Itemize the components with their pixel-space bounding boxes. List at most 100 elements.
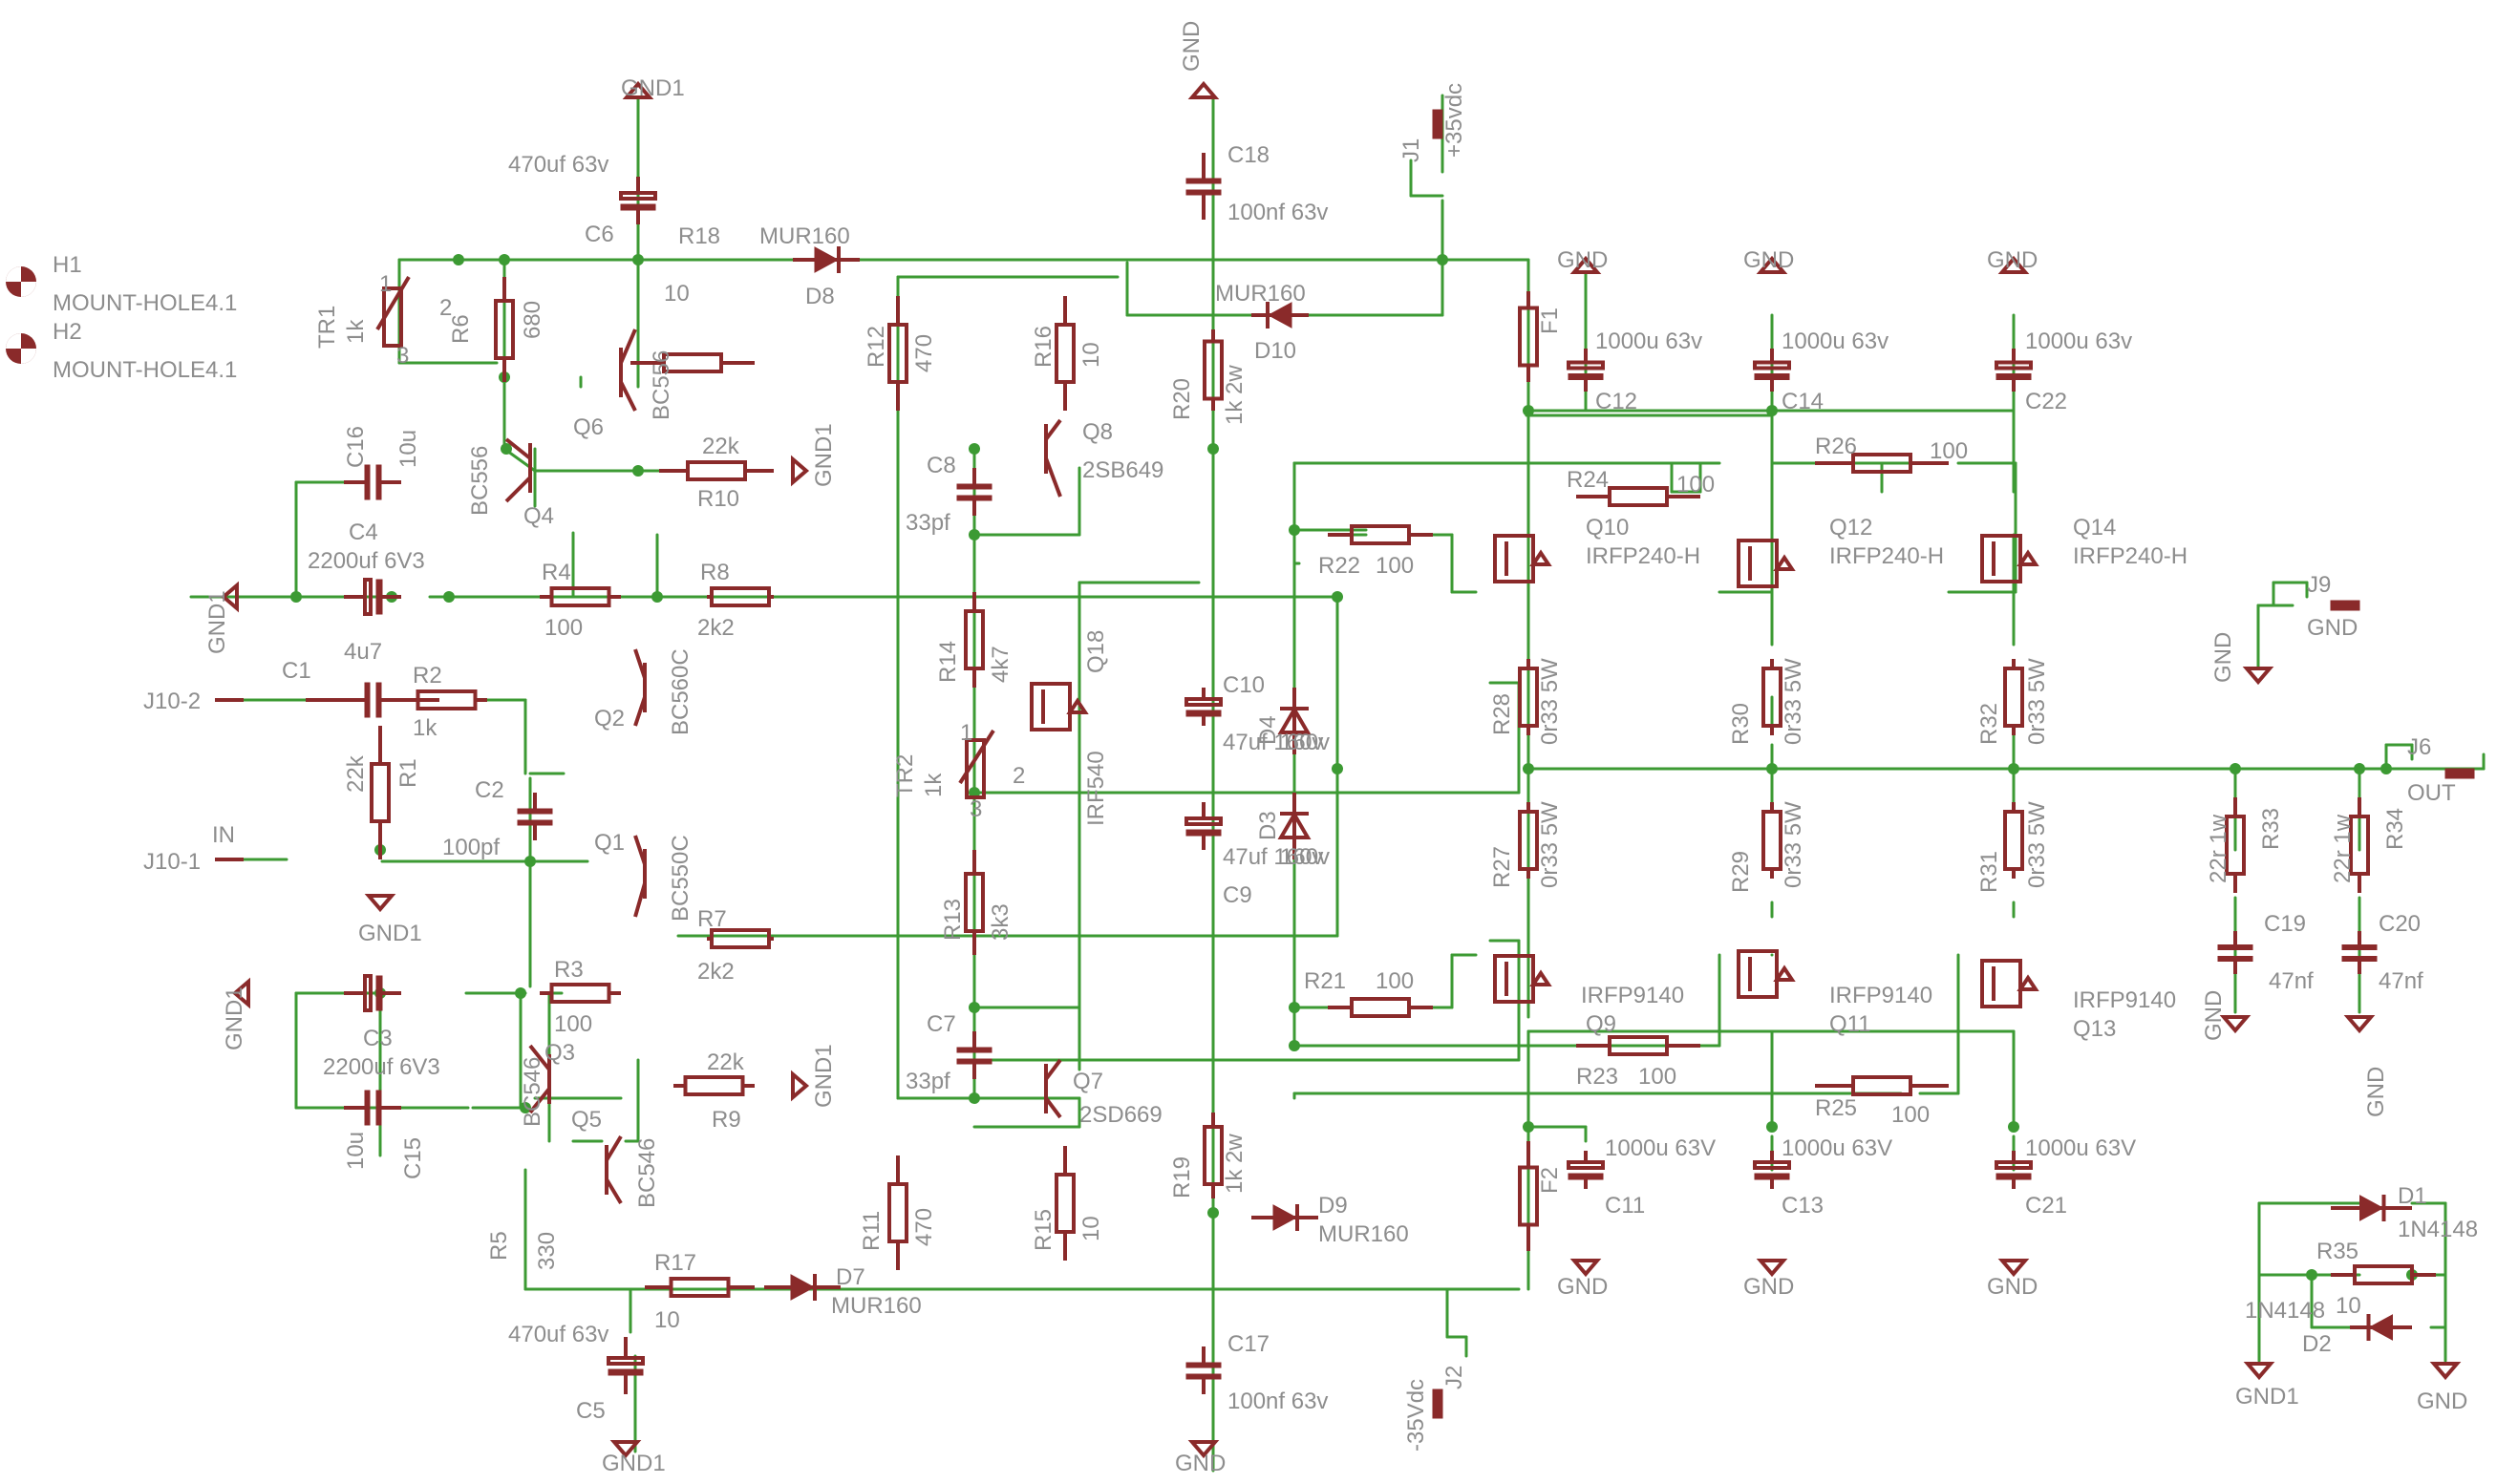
connector-j9-pin (2330, 600, 2360, 611)
junction-dot (1332, 763, 1343, 774)
transistor-collector (633, 835, 647, 865)
wires (189, 94, 2486, 1473)
label-resistors-R6-name: R6 (448, 314, 474, 344)
label-transistors-Q12-name: Q12 (1829, 515, 1872, 541)
label-transistors-Q3-name: Q3 (544, 1040, 575, 1066)
label-resistors-R3-name: R3 (554, 957, 584, 983)
label-fuses-F1: F1 (1537, 307, 1563, 334)
junction-dot (453, 254, 464, 265)
label-capacitors-C21-value: 1000u 63V (2025, 1135, 2136, 1161)
resistor-body (1055, 1173, 1076, 1234)
diode-body (790, 1274, 816, 1301)
capacitor-plate (364, 1090, 371, 1126)
label-resistors-R19-value: 1k 2w (1222, 1134, 1248, 1194)
ground-symbol (1756, 1259, 1788, 1278)
label-resistors-R10-name: R10 (697, 486, 739, 512)
label-resistors-R34-name: R34 (2382, 808, 2408, 850)
capacitor-plate (364, 464, 371, 500)
capacitor-plate (1185, 1373, 1222, 1380)
ground-symbol (1187, 1440, 1220, 1459)
label-resistors-R24-value: 100 (1676, 472, 1715, 498)
diode-body (1272, 1204, 1298, 1231)
ground-symbol (1997, 255, 2030, 274)
junction-dot (2008, 763, 2019, 774)
label-resistors-R14-value: 4k7 (988, 646, 1014, 683)
label-capacitors-C13-name: C13 (1782, 1193, 1824, 1219)
label-connectors-j9_value: GND (2307, 615, 2358, 641)
label-resistors-R1-value: 22k (343, 754, 369, 793)
transistor-emitter (633, 882, 647, 918)
capacitor-plate (956, 495, 992, 501)
resistor-body (683, 1075, 745, 1096)
label-supplies-gnd: GND (2210, 632, 2236, 683)
junction-dot (1332, 591, 1343, 603)
resistor-body (1761, 810, 1782, 871)
label-capacitors-C15-name: C15 (400, 1137, 426, 1179)
ground-symbol (1756, 255, 1788, 274)
capacitor-plate (619, 191, 657, 201)
capacitor-plate (1185, 1362, 1222, 1368)
label-capacitors-C18-value: 100nf 63v (1227, 200, 1328, 225)
label-transistors-Q1-name: Q1 (594, 830, 625, 856)
capacitor-plate (608, 1368, 644, 1376)
label-capacitors-C7-name: C7 (927, 1011, 956, 1037)
label-resistors-R32-name: R32 (1976, 703, 2002, 745)
capacitor-plate (956, 1058, 992, 1065)
junction-dot (632, 465, 644, 477)
transistor-emitter (528, 1087, 551, 1114)
label-supplies-gnd1: GND1 (602, 1451, 666, 1476)
junction-dot (520, 1102, 531, 1113)
label-resistors-R23-name: R23 (1576, 1064, 1618, 1090)
capacitor-plate (375, 1090, 382, 1126)
capacitor-plate (375, 975, 383, 1011)
label-resistors-R29-value: 0r33 5W (1781, 801, 1806, 888)
ground-symbol (2343, 1015, 2376, 1034)
label-resistors-R26-name: R26 (1815, 434, 1857, 459)
mount-hole-icon (6, 266, 21, 282)
label-diodes-D2-name: D2 (2302, 1331, 2332, 1357)
label-transistors-Q9-value: IRFP9140 (1581, 983, 1684, 1008)
label-resistors-R16-value: 10 (1078, 342, 1104, 368)
transistor-collector (619, 329, 637, 364)
label-resistors-R19-name: R19 (1169, 1156, 1195, 1198)
capacitor-plate (1185, 710, 1222, 717)
capacitor-plate (517, 819, 553, 826)
label-resistors-R13-name: R13 (940, 899, 966, 941)
label-resistors-R31-name: R31 (1976, 851, 2002, 893)
junction-dot (1289, 1040, 1300, 1051)
diode-body (1267, 302, 1292, 329)
label-capacitors-C22-name: C22 (2025, 389, 2067, 414)
label-resistors-R24-name: R24 (1567, 467, 1609, 493)
label-supplies-gnd: GND (1743, 1274, 1794, 1300)
transistor-emitter (1044, 457, 1062, 498)
label-trimmers-TR1-value: 1k (343, 319, 369, 344)
junction-dot (1207, 1207, 1219, 1219)
label-h1-value: MOUNT-HOLE4.1 (53, 290, 237, 316)
label-connectors-in_label: IN (212, 822, 235, 848)
diode-body (1277, 706, 1312, 734)
label-transistors-Q6-value: BC556 (649, 350, 674, 420)
capacitor-plate (364, 682, 371, 718)
label-resistors-R8-name: R8 (700, 560, 730, 585)
label-transistors-Q9-name: Q9 (1586, 1011, 1616, 1037)
label-supplies-gnd: GND (2417, 1389, 2467, 1414)
capacitor-plate (1995, 1173, 2032, 1180)
capacitor-plate (375, 464, 382, 500)
resistor-body (2003, 810, 2024, 871)
label-resistors-R30-value: 0r33 5W (1781, 658, 1806, 745)
label-resistors-R14-name: R14 (935, 641, 961, 683)
label-capacitors-C11-name: C11 (1605, 1193, 1645, 1219)
label-resistors-R27-name: R27 (1489, 846, 1515, 888)
label-resistors-R18-value: 10 (664, 281, 690, 307)
label-transistors-Q5-name: Q5 (571, 1107, 602, 1133)
label-diodes-D9-name: D9 (1318, 1193, 1348, 1219)
trimmer-tr1-arrow (375, 275, 411, 331)
label-resistors-R23-value: 100 (1638, 1064, 1676, 1090)
label-resistors-R12-value: 470 (911, 334, 937, 372)
ground-symbol (1569, 255, 1602, 274)
label-trimmers-TR1-pin3: 3 (396, 343, 409, 369)
label-capacitors-C18-name: C18 (1227, 142, 1270, 168)
label-diodes-D9-value: MUR160 (1318, 1221, 1409, 1247)
transistor-collector (605, 1134, 623, 1162)
label-resistors-R10-value: 22k (702, 434, 740, 459)
